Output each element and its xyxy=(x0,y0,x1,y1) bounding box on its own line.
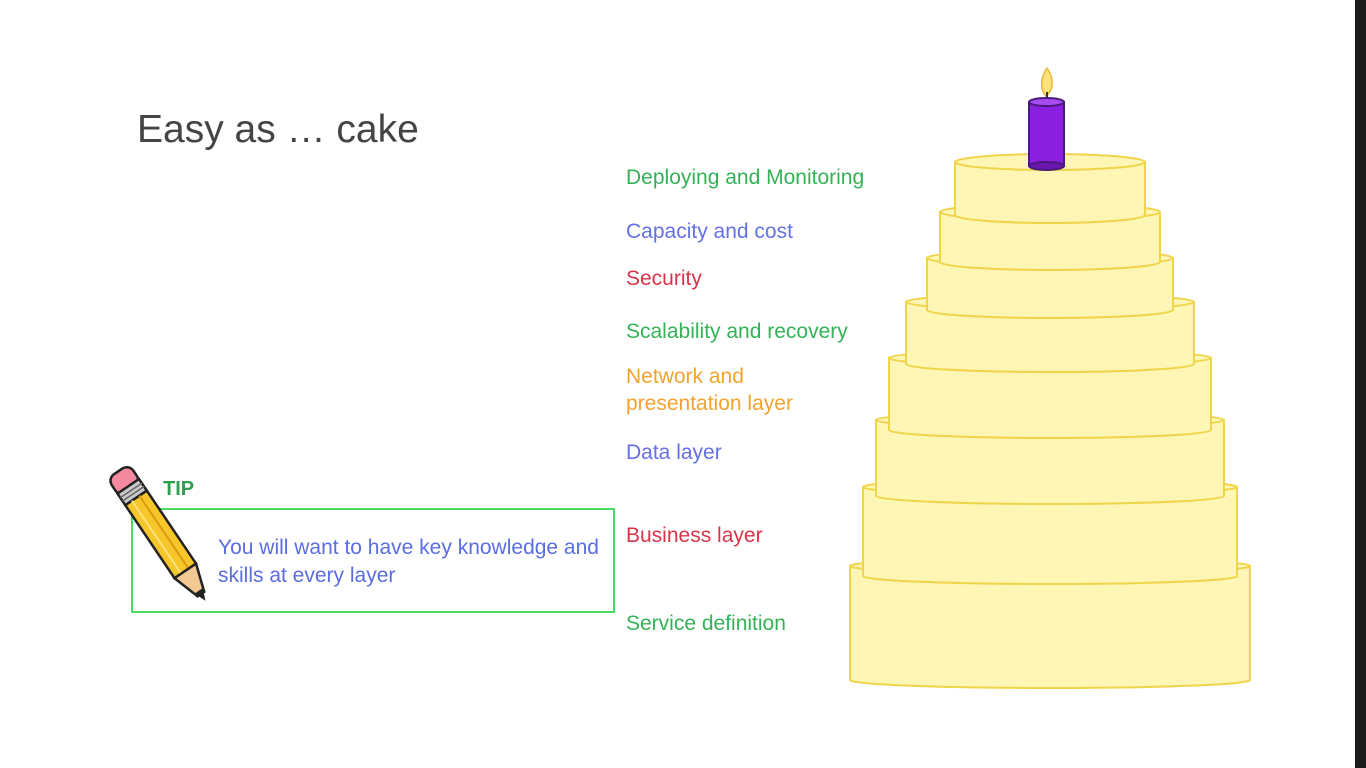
window-edge xyxy=(1355,0,1366,768)
tip-label: TIP xyxy=(163,478,195,500)
layer-label-scalability: Scalability and recovery xyxy=(626,320,848,343)
cake-tier xyxy=(875,411,1225,505)
cake-tier xyxy=(888,349,1212,439)
layer-label-security: Security xyxy=(626,267,702,290)
slide-title: Easy as … cake xyxy=(137,108,419,151)
layer-label-deploying: Deploying and Monitoring xyxy=(626,166,865,189)
cake-tier xyxy=(939,203,1161,271)
layer-label-service: Service definition xyxy=(626,612,786,635)
layer-label-network-line1: Network and xyxy=(626,365,744,388)
cake-tier xyxy=(849,557,1251,689)
cake-tiers xyxy=(849,153,1251,689)
layer-label-network: Network and presentation layer xyxy=(626,363,793,417)
cake-tier xyxy=(862,478,1238,585)
cake-tier xyxy=(954,153,1146,224)
tip-text: You will want to have key knowledge and … xyxy=(218,536,599,587)
cake-tier xyxy=(905,293,1195,373)
layer-label-data: Data layer xyxy=(626,441,722,464)
cake-tier xyxy=(926,249,1174,319)
layer-label-business: Business layer xyxy=(626,524,763,547)
candle-icon xyxy=(1028,66,1065,171)
layer-label-capacity: Capacity and cost xyxy=(626,220,793,243)
layer-label-network-line2: presentation layer xyxy=(626,392,793,415)
